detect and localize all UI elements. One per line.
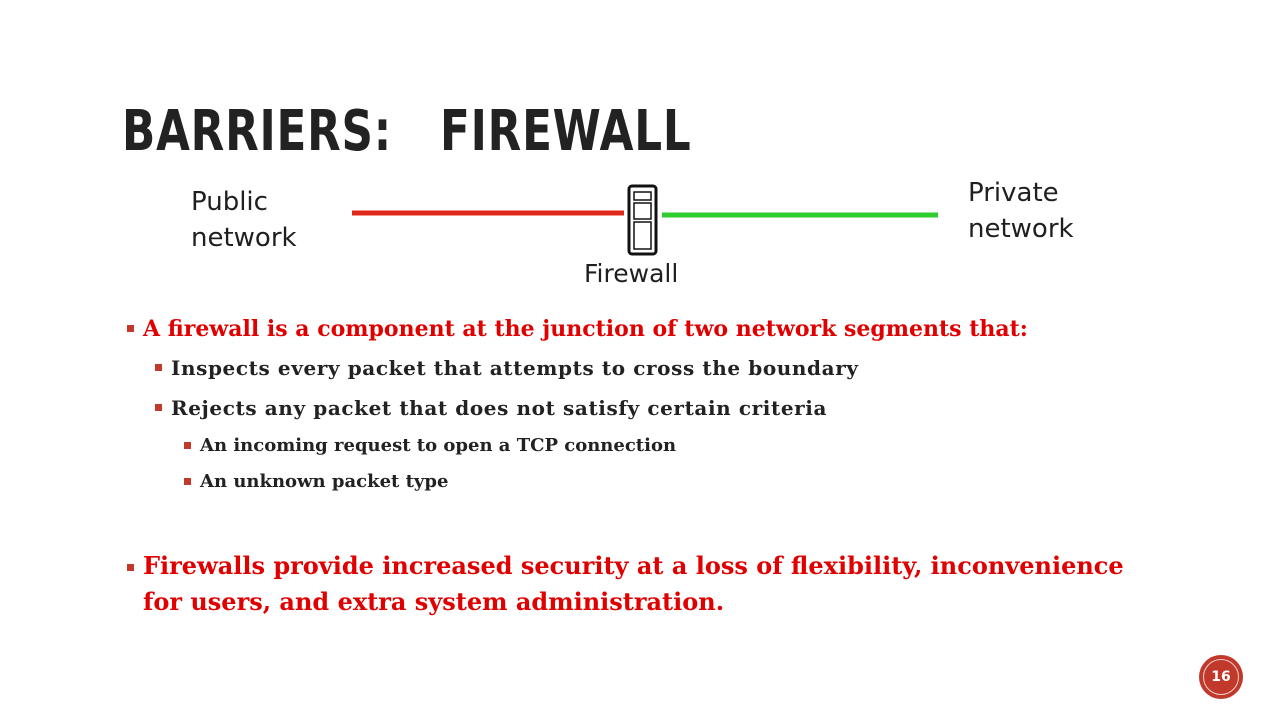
bullet-item: Firewalls provide increased security at … [124,548,1143,620]
bullet-text: An incoming request to open a TCP connec… [200,435,677,456]
page-number: 16 [1211,669,1231,685]
bullet-marker-icon [184,478,191,485]
firewall-label: Firewall [584,259,679,288]
page-number-badge: 16 [1199,655,1243,699]
bullet-list: A firewall is a component at the junctio… [124,310,1274,620]
bullet-text: An unknown packet type [200,471,449,492]
bullet-marker-icon [184,442,191,449]
bullet-text: Rejects any packet that does not satisfy… [171,396,828,420]
bullet-marker-icon [155,404,162,411]
bullet-text: Firewalls provide increased security at … [143,551,1124,616]
sub-sub-bullet-item: An unknown packet type [124,464,1274,500]
private-network-label: Private network [968,178,1074,244]
bullet-text: Inspects every packet that attempts to c… [171,356,859,380]
sub-bullet-item: Inspects every packet that attempts to c… [124,348,1274,388]
bullet-marker-icon [155,364,162,371]
bullet-marker-icon [127,325,134,332]
sub-sub-bullet-item: An incoming request to open a TCP connec… [124,428,1274,464]
slide-title: BARRIERS: FIREWALL [122,99,692,164]
bullet-marker-icon [127,564,134,571]
public-network-label: Public network [191,187,297,253]
bullet-item: A firewall is a component at the junctio… [124,310,1274,348]
sub-bullet-item: Rejects any packet that does not satisfy… [124,388,1274,428]
firewall-diagram [352,184,938,256]
firewall-icon [627,184,658,256]
bullet-text: A firewall is a component at the junctio… [143,316,1028,342]
